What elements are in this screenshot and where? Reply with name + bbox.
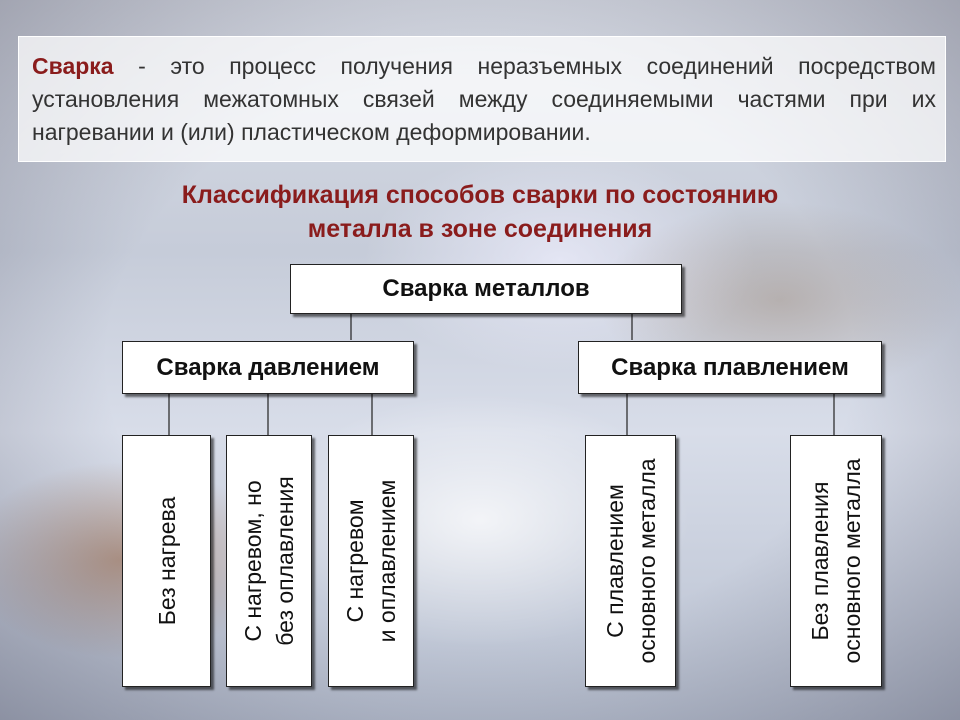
title-line-1: Классификация способов сварки по состоян…: [181, 181, 779, 209]
fusion-child-1-line-2: основного металла: [633, 458, 660, 664]
classification-title: Классификация способов сварки по состоян…: [0, 178, 960, 246]
pressure-child-3-label: С нагревом и оплавлением: [339, 480, 403, 643]
definition-term: Сварка: [32, 53, 114, 79]
fusion-welding-label: Сварка плавлением: [611, 353, 849, 381]
pressure-child-3-line-2: и оплавлением: [374, 479, 400, 643]
fusion-child-no-base-melting: Без плавления основного металла: [790, 435, 882, 687]
fusion-child-base-melting: С плавлением основного металла: [585, 435, 676, 687]
pressure-welding-node: Сварка давлением: [122, 341, 414, 394]
fusion-child-1-label: С плавлением основного металла: [599, 458, 663, 663]
pressure-child-heating-melting: С нагревом и оплавлением: [328, 435, 414, 687]
pressure-child-no-heating: Без нагрева: [122, 435, 211, 687]
pressure-child-heating-no-melting: С нагревом, но без оплавления: [226, 435, 312, 687]
definition-text: Сварка - это процесс получения неразъемн…: [32, 50, 936, 149]
pressure-child-2-label: С нагревом, но без оплавления: [237, 476, 301, 646]
pressure-child-3-line-1: С нагревом: [342, 499, 368, 623]
pressure-child-2-line-2: без оплавления: [272, 476, 298, 646]
definition-dash: -: [113, 53, 171, 79]
root-node-label: Сварка металлов: [382, 275, 590, 302]
title-line-2: металла в зоне соединения: [307, 215, 653, 243]
pressure-child-1-label: Без нагрева: [151, 497, 183, 626]
pressure-child-1-line-1: Без нагрева: [153, 496, 180, 626]
definition-box: [18, 36, 946, 162]
fusion-welding-node: Сварка плавлением: [578, 341, 882, 394]
root-node: Сварка металлов: [290, 264, 682, 314]
fusion-child-2-line-1: Без плавления: [807, 481, 833, 641]
pressure-child-2-line-1: С нагревом, но: [240, 480, 266, 642]
fusion-child-2-line-2: основного металла: [839, 458, 865, 664]
fusion-child-1-line-1: С плавлением: [601, 484, 628, 638]
pressure-welding-label: Сварка давлением: [156, 353, 380, 381]
definition-body: это процесс получения неразъемных соедин…: [32, 53, 936, 145]
fusion-child-2-label: Без плавления основного металла: [804, 458, 868, 663]
